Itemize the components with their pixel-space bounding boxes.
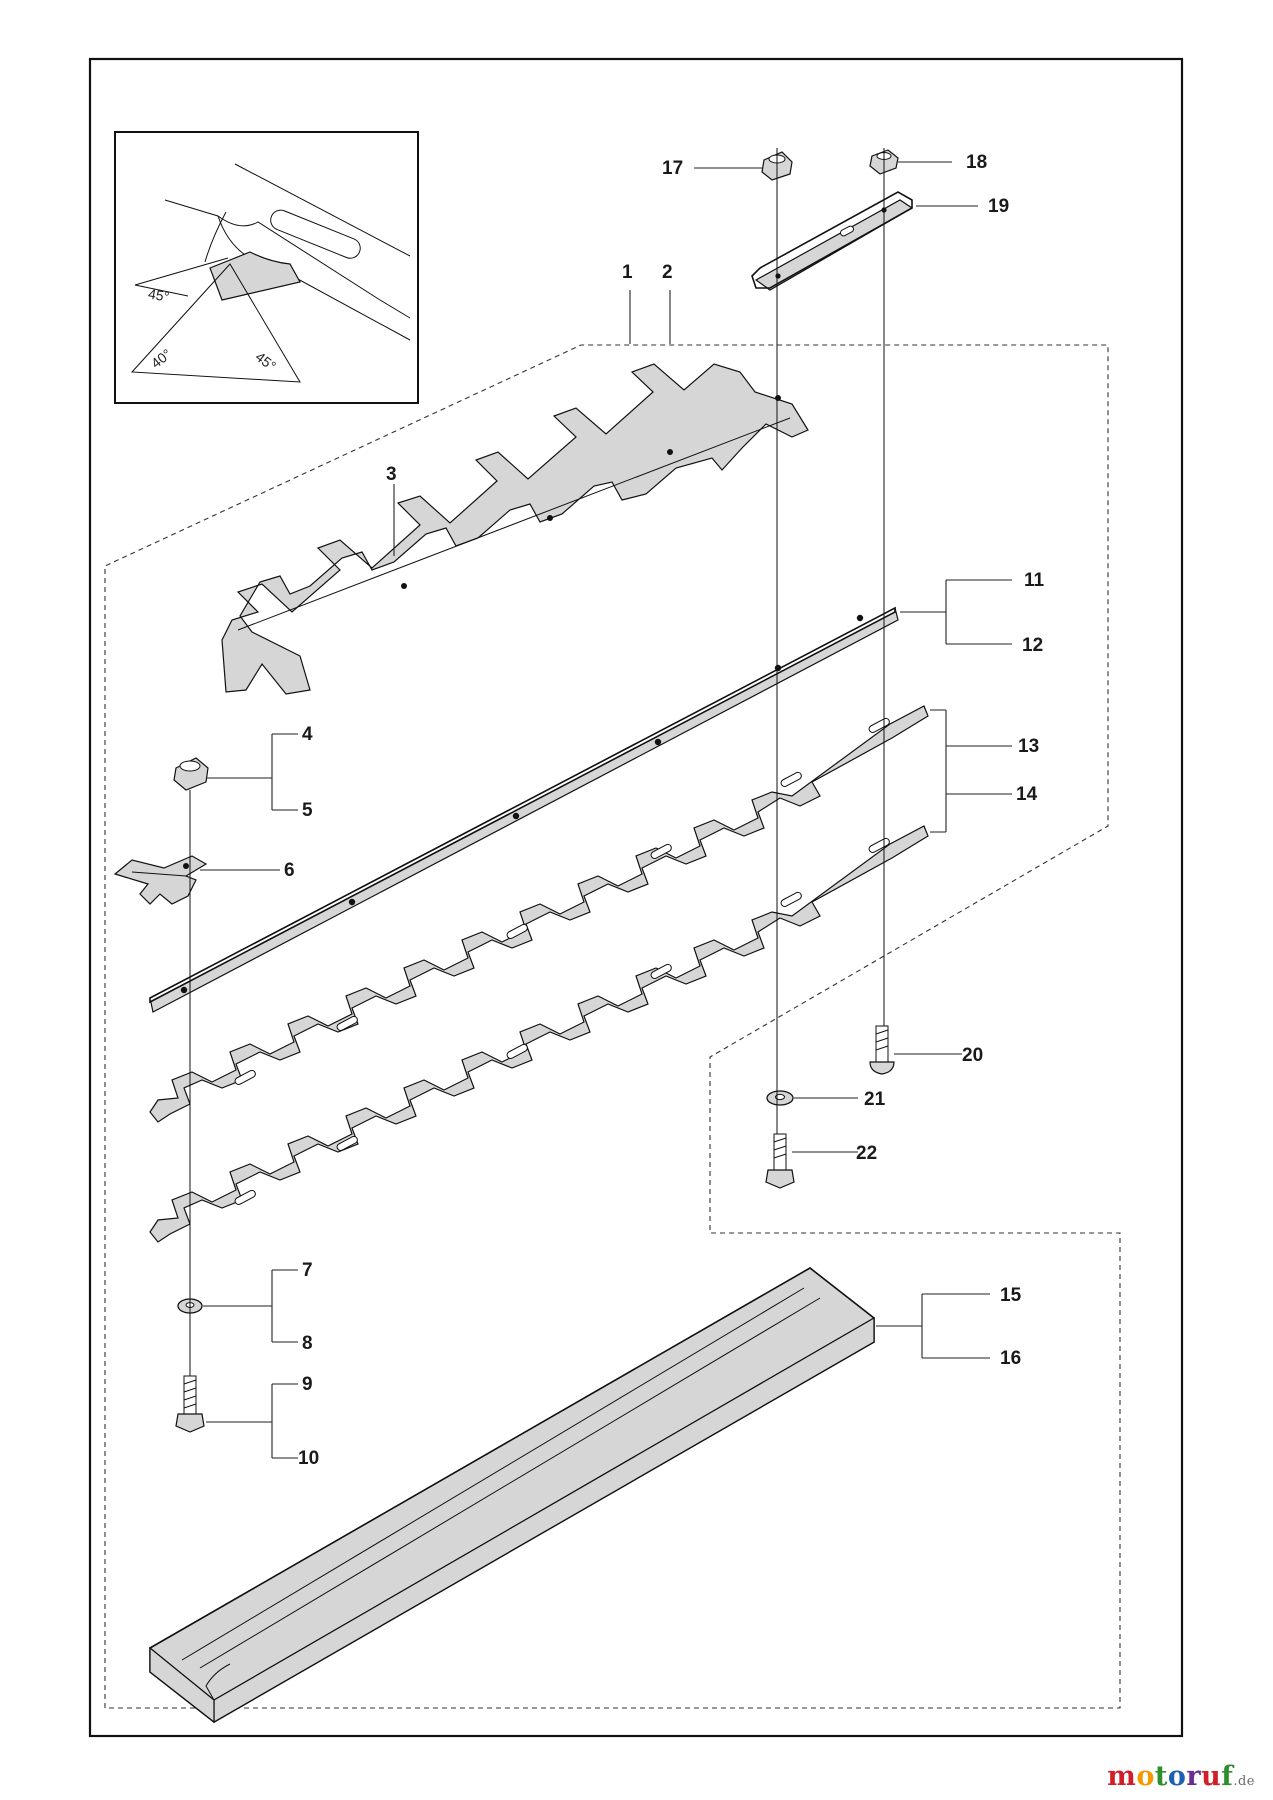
callout-14: 14 (1016, 784, 1038, 805)
callout-7: 7 (302, 1260, 313, 1281)
assembly-outline-dashed (104, 344, 1121, 1709)
inset-detail: 45° 40° 45° (114, 131, 419, 404)
guide-bar-part-11 (149, 606, 899, 1013)
callout-5: 5 (302, 800, 313, 821)
callout-11: 11 (1024, 570, 1045, 591)
cutter-blade-part-13 (149, 705, 929, 1123)
screw-part-20 (869, 1025, 895, 1075)
callout-8: 8 (302, 1333, 313, 1354)
callout-12: 12 (1022, 635, 1043, 656)
bracket-part-6 (113, 855, 208, 905)
callout-10: 10 (298, 1448, 319, 1469)
callout-labels: 1 2 3 4 5 6 7 8 9 10 11 12 13 14 15 16 1… (284, 152, 1045, 1469)
watermark-logo: motoruf.de (1107, 1761, 1255, 1792)
nut-part-4 (173, 757, 209, 791)
watermark-suffix: .de (1233, 1774, 1255, 1789)
cutter-blade-part-14 (149, 825, 929, 1243)
callout-9: 9 (302, 1374, 313, 1395)
blade-guard-part-15 (148, 1267, 876, 1724)
callout-16: 16 (1000, 1348, 1021, 1369)
callout-6: 6 (284, 860, 295, 881)
outer-frame (88, 57, 1184, 1738)
callout-2: 2 (662, 262, 673, 283)
callout-20: 20 (962, 1045, 983, 1066)
callout-3: 3 (386, 464, 397, 485)
callout-19: 19 (988, 196, 1009, 217)
callout-4: 4 (302, 724, 313, 745)
bolt-part-22 (765, 1133, 795, 1189)
callout-13: 13 (1018, 736, 1039, 757)
callout-1: 1 (622, 262, 633, 283)
callout-15: 15 (1000, 1285, 1022, 1306)
bolt-part-9 (175, 1375, 205, 1433)
watermark-letter: o (1167, 1761, 1187, 1792)
watermark-letter: t (1154, 1761, 1168, 1792)
washer-part-21 (766, 1090, 794, 1106)
callout-21: 21 (864, 1089, 886, 1110)
inset-slot (270, 209, 361, 259)
watermark-letter: u (1201, 1761, 1222, 1792)
watermark-letter: f (1221, 1761, 1234, 1792)
inset-angle-1: 45° (147, 285, 171, 304)
callout-22: 22 (856, 1143, 877, 1164)
callout-17: 17 (662, 158, 683, 179)
watermark-letter: r (1186, 1761, 1202, 1792)
callout-18: 18 (966, 152, 987, 173)
watermark-letter: m (1107, 1761, 1137, 1792)
clamp-plate-part-19 (751, 191, 914, 291)
upper-blade-part-3 (221, 363, 809, 695)
watermark-letter: o (1136, 1761, 1155, 1792)
leader-lines (200, 161, 1012, 1459)
